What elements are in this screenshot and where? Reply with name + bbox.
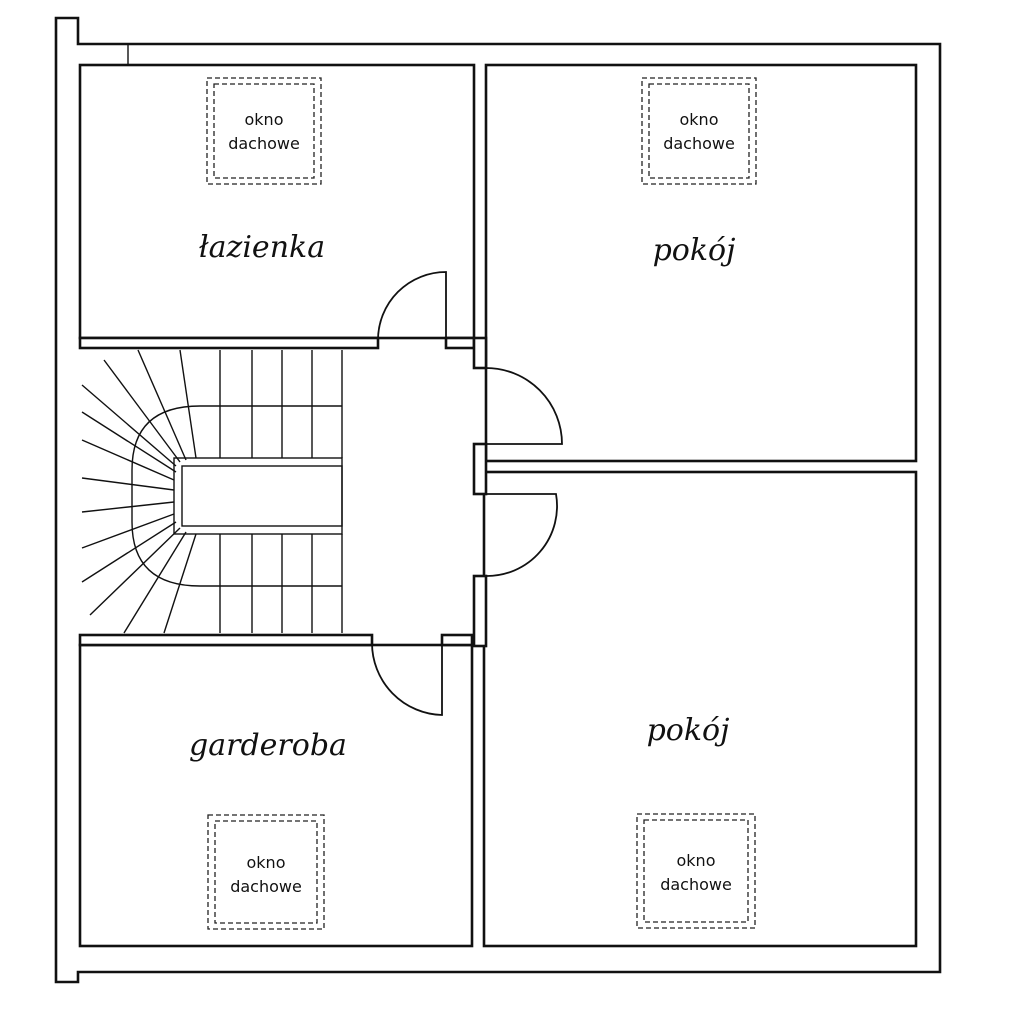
- room-top-door: [485, 367, 563, 445]
- roof-window-wardrobe: okno dachowe: [207, 814, 325, 930]
- room-label-wardrobe: garderoba: [189, 728, 347, 763]
- room-label-bathroom: łazienka: [199, 230, 325, 265]
- staircase: [81, 349, 343, 634]
- window-label-line1: okno: [677, 851, 716, 870]
- bathroom-door: [377, 271, 447, 341]
- room-bottom-door: [485, 493, 558, 577]
- window-label-line2: dachowe: [230, 877, 302, 896]
- wardrobe-room: [78, 643, 474, 948]
- window-label-line2: dachowe: [228, 134, 300, 153]
- window-label-line1: okno: [680, 110, 719, 129]
- roof-window-room-top: okno dachowe: [641, 77, 757, 185]
- window-label-line1: okno: [245, 110, 284, 129]
- room-bottom-right: [482, 470, 918, 948]
- bathroom-room: [78, 63, 476, 340]
- room-top-right: [484, 63, 918, 463]
- room-label-room-top: pokój: [653, 233, 736, 268]
- roof-window-bathroom: okno dachowe: [206, 77, 322, 185]
- wardrobe-door: [371, 642, 443, 716]
- roof-window-room-bottom: okno dachowe: [636, 813, 756, 929]
- room-label-room-bottom: pokój: [647, 713, 730, 748]
- window-label-line2: dachowe: [663, 134, 735, 153]
- stair-treads: [81, 349, 343, 634]
- hall-walls: [78, 336, 488, 648]
- window-label-line2: dachowe: [660, 875, 732, 894]
- window-label-line1: okno: [247, 853, 286, 872]
